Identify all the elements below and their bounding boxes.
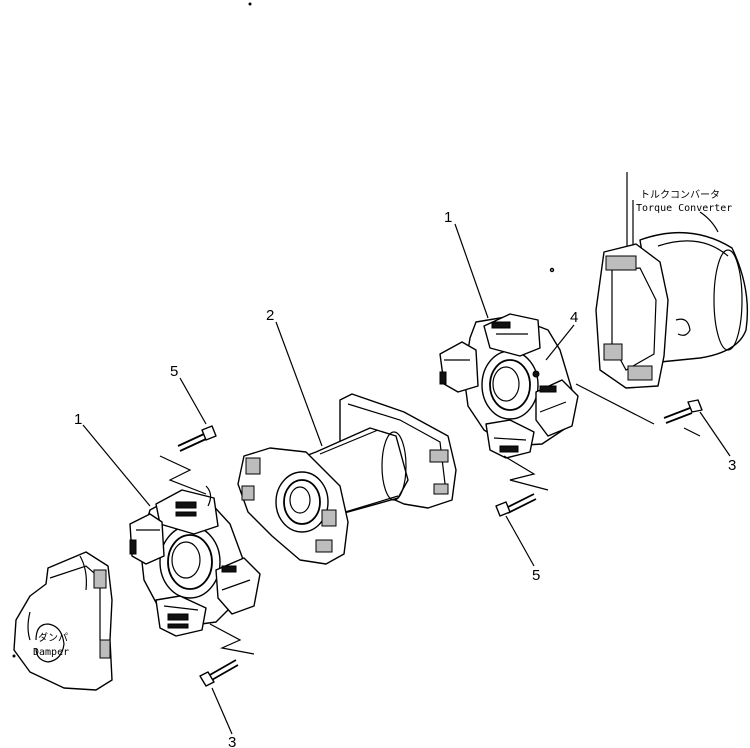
bolt-5-right <box>495 493 537 517</box>
torque-converter-label-en: Torque Converter <box>636 203 732 214</box>
damper-housing <box>13 551 113 691</box>
torque-converter-label-jp: トルクコンバータ <box>640 189 720 201</box>
coupling-right <box>439 313 579 459</box>
coupling-left <box>129 485 261 637</box>
assembly-lines <box>82 223 731 735</box>
damper-label-en: Damper <box>33 647 69 658</box>
bolt-3-right <box>663 399 703 424</box>
callout-2: 2 <box>266 307 274 324</box>
callout-1-left: 1 <box>74 411 82 428</box>
intermediate-shaft <box>237 393 457 565</box>
bolt-3-bottom <box>199 659 239 687</box>
callout-5-right: 5 <box>532 567 540 584</box>
callout-4: 4 <box>570 309 578 326</box>
torque-converter-housing <box>549 172 749 389</box>
bolt-5-left <box>177 425 217 452</box>
callout-1-right: 1 <box>444 209 452 226</box>
callout-3-right: 3 <box>728 457 736 474</box>
callout-5-left: 5 <box>170 363 178 380</box>
callout-3-bottom: 3 <box>228 734 236 748</box>
damper-label-jp: ダンパ <box>38 631 68 644</box>
